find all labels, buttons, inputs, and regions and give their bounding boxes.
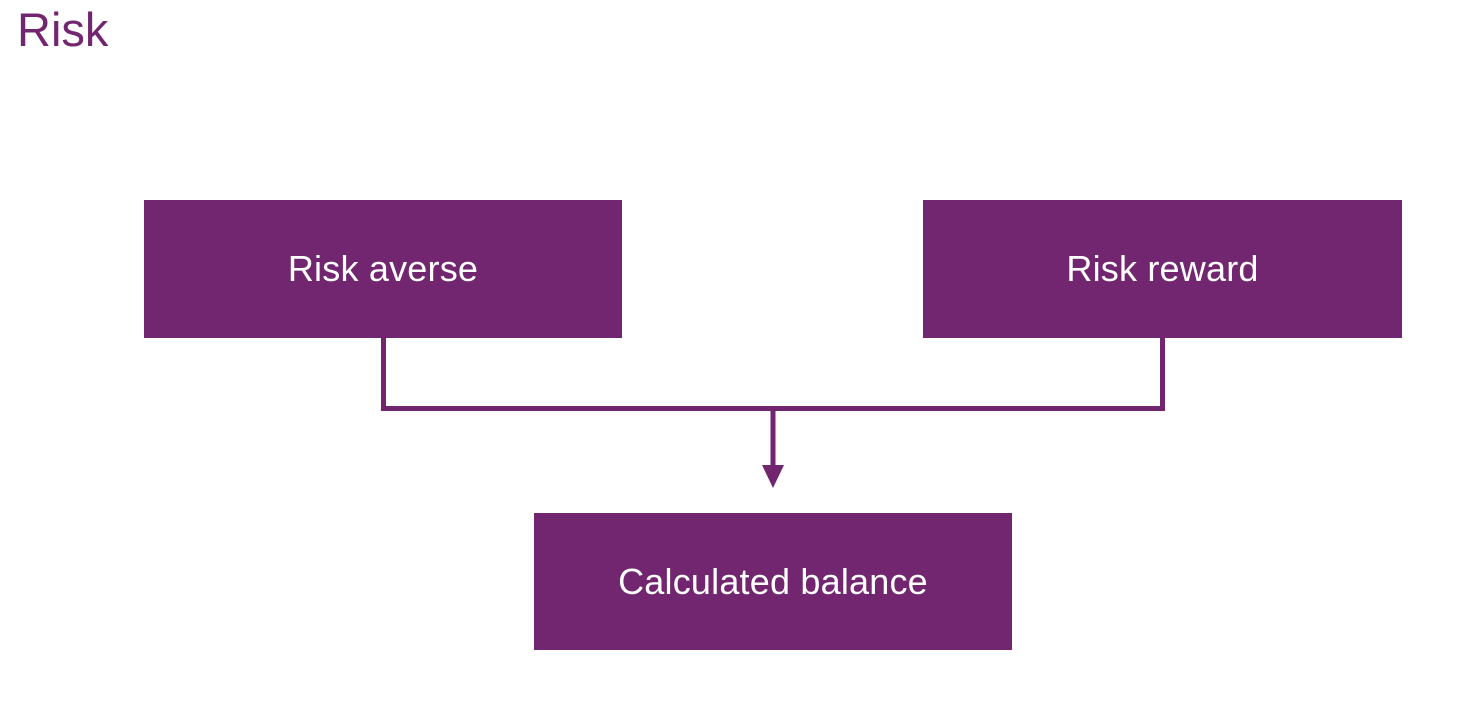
connector-merge-stem [762,408,784,488]
arrowhead-down [762,465,784,488]
node-calculated-balance-label: Calculated balance [618,560,928,602]
connector-risk-reward-to-balance [773,338,1165,411]
node-risk-averse-label: Risk averse [287,248,479,290]
node-calculated-balance[interactable]: Calculated balance [534,513,1012,650]
node-risk-reward-label: Risk reward [1066,248,1259,290]
node-risk-averse[interactable]: Risk averse [144,200,622,338]
page-title: Risk [17,3,109,56]
node-risk-reward[interactable]: Risk reward [923,200,1402,338]
connector-risk-averse-to-balance [381,338,773,411]
